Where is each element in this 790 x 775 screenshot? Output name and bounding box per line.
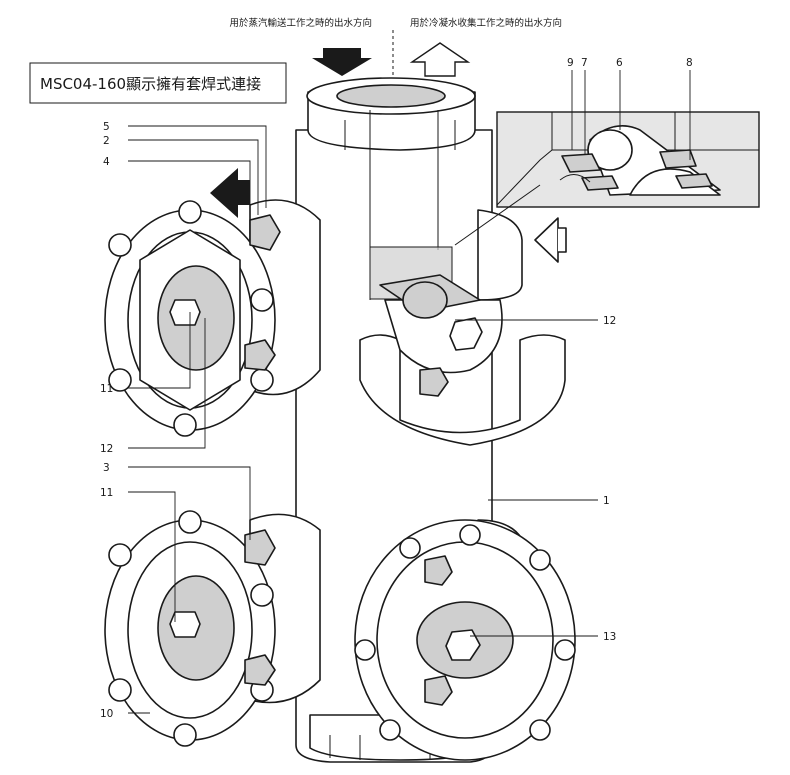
valve-handwheel-upper-left — [104, 199, 321, 437]
callout-6: 6 — [616, 57, 623, 69]
callout-8: 8 — [686, 57, 693, 69]
callout-12-left: 12 — [100, 443, 113, 455]
detail-inset-weld — [496, 111, 760, 208]
callout-12-right: 12 — [603, 315, 616, 327]
condensate-flow-arrow-icon — [409, 42, 471, 77]
steam-outlet-label: 用於蒸汽輸送工作之時的出水方向 — [229, 17, 372, 29]
valve-handwheel-lower-left — [104, 510, 321, 747]
inset-connector — [454, 184, 541, 246]
callout-13: 13 — [603, 631, 616, 643]
condensate-outlet-label: 用於冷凝水收集工作之時的出水方向 — [410, 17, 562, 29]
callout-11-upper: 11 — [100, 383, 113, 395]
inlet-arrow-tail — [558, 227, 567, 253]
callout-4: 4 — [103, 156, 110, 168]
callout-10: 10 — [100, 708, 113, 720]
callout-7: 7 — [581, 57, 588, 69]
steam-flow-arrow-icon — [312, 48, 372, 76]
callout-3: 3 — [103, 462, 110, 474]
leader-lines — [128, 70, 691, 714]
title-text: MSC04-160顯示擁有套焊式連接 — [40, 75, 261, 93]
callout-5: 5 — [103, 121, 110, 133]
callout-9: 9 — [567, 57, 574, 69]
valve-handwheel-lower-right — [354, 519, 576, 761]
inlet-arrow-icon — [534, 217, 559, 263]
callout-2: 2 — [103, 135, 110, 147]
callout-11-lower: 11 — [100, 487, 113, 499]
callout-1: 1 — [603, 495, 610, 507]
discharge-arrow-icon — [210, 168, 250, 218]
title-box — [29, 62, 287, 104]
